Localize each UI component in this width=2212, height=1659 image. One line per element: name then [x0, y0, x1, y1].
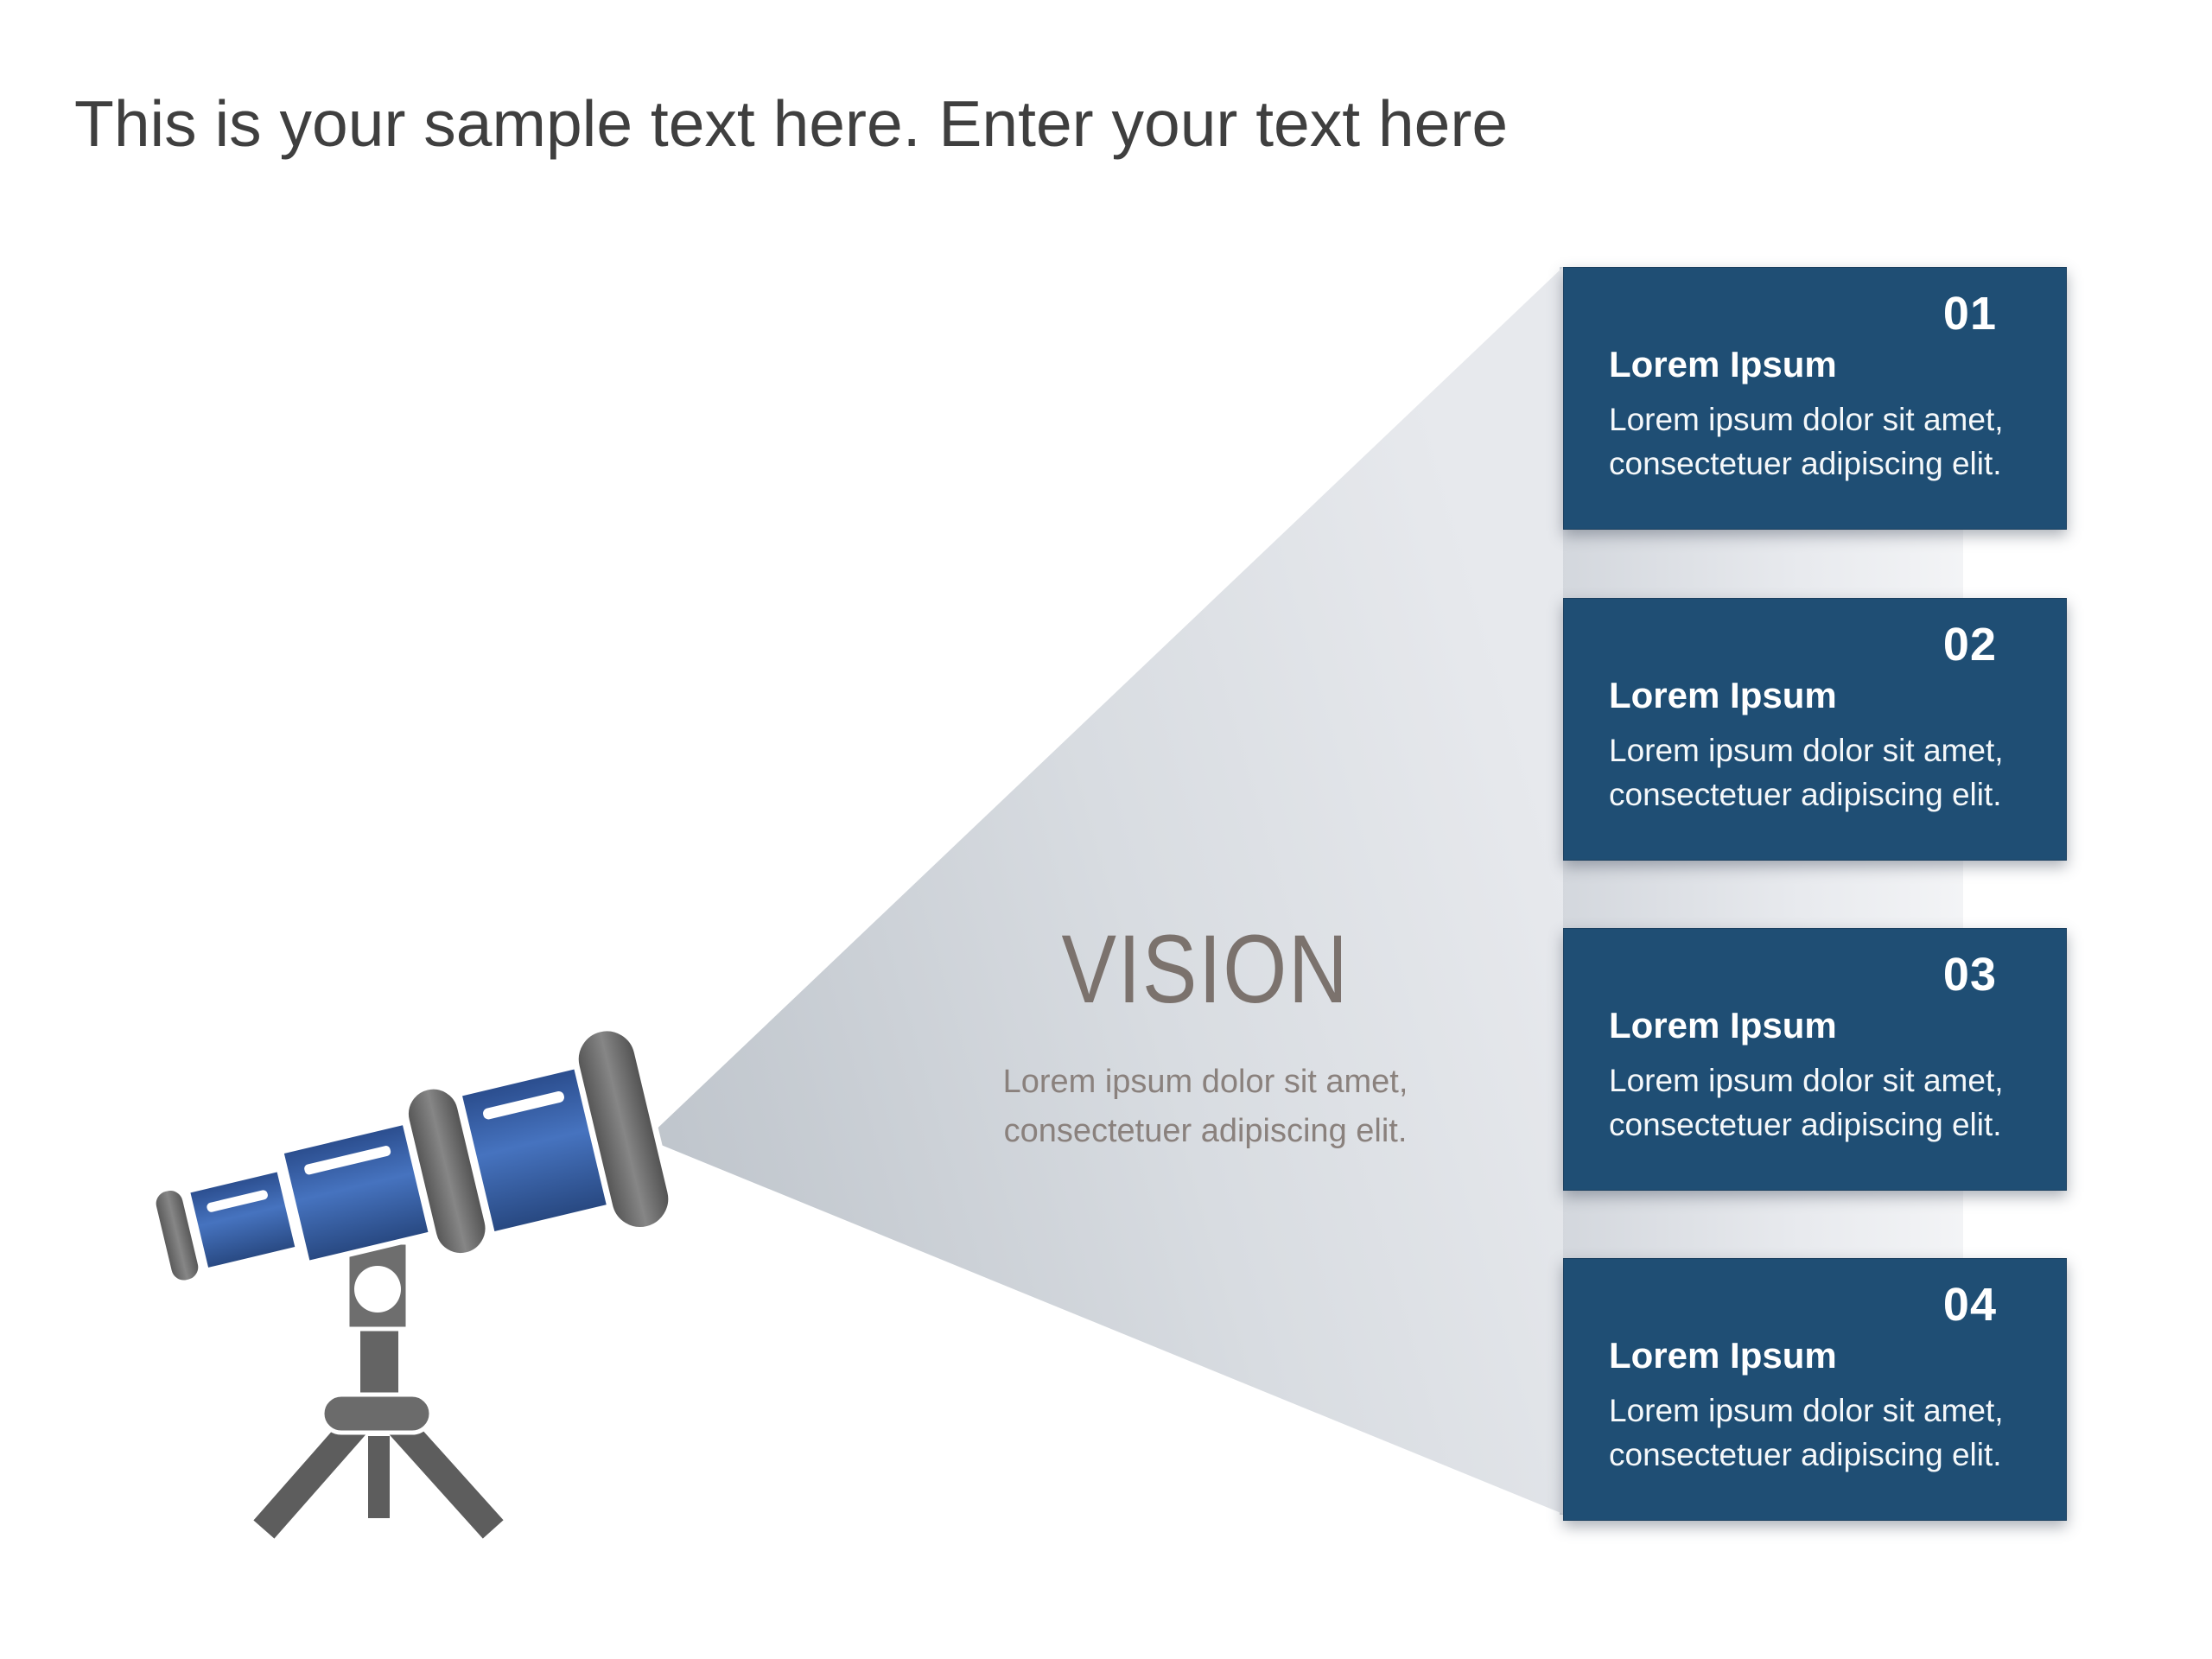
- step-number: 02: [1942, 619, 1997, 671]
- step-body: Lorem ipsum dolor sit amet, consectetuer…: [1609, 728, 2041, 817]
- tripod: [253, 1240, 504, 1539]
- vision-heading: VISION: [1061, 915, 1350, 1023]
- step-number: 04: [1942, 1279, 1997, 1331]
- step-body-line: consectetuer adipiscing elit.: [1609, 1107, 2002, 1142]
- slide-title: This is your sample text here. Enter you…: [74, 87, 1509, 160]
- step-heading: Lorem Ipsum: [1609, 344, 1837, 385]
- step-body-line: Lorem ipsum dolor sit amet,: [1609, 402, 2004, 437]
- light-beam: [646, 267, 1563, 1514]
- step-body: Lorem ipsum dolor sit amet, consectetuer…: [1609, 1058, 2041, 1147]
- telescope-icon: [149, 1025, 675, 1287]
- step-body-line: Lorem ipsum dolor sit amet,: [1609, 1393, 2004, 1428]
- step-number: 01: [1942, 288, 1997, 340]
- step-body-line: Lorem ipsum dolor sit amet,: [1609, 1063, 2004, 1098]
- vision-description-line-1: Lorem ipsum dolor sit amet,: [1002, 1064, 1408, 1100]
- step-body-line: consectetuer adipiscing elit.: [1609, 1437, 2002, 1472]
- step-body-line: Lorem ipsum dolor sit amet,: [1609, 733, 2004, 768]
- step-card-01: 01 Lorem Ipsum Lorem ipsum dolor sit ame…: [1563, 267, 2067, 530]
- vision-description-line-2: consectetuer adipiscing elit.: [1003, 1113, 1408, 1149]
- step-body: Lorem ipsum dolor sit amet, consectetuer…: [1609, 397, 2041, 486]
- step-card-04: 04 Lorem Ipsum Lorem ipsum dolor sit ame…: [1563, 1258, 2067, 1521]
- step-card-02: 02 Lorem Ipsum Lorem ipsum dolor sit ame…: [1563, 598, 2067, 861]
- step-heading: Lorem Ipsum: [1609, 1005, 1837, 1046]
- step-number: 03: [1942, 949, 1997, 1001]
- step-body-line: consectetuer adipiscing elit.: [1609, 777, 2002, 812]
- step-card-03: 03 Lorem Ipsum Lorem ipsum dolor sit ame…: [1563, 928, 2067, 1191]
- vision-block: VISION Lorem ipsum dolor sit amet, conse…: [907, 921, 1503, 1156]
- step-body: Lorem ipsum dolor sit amet, consectetuer…: [1609, 1389, 2041, 1477]
- step-heading: Lorem Ipsum: [1609, 675, 1837, 715]
- step-body-line: consectetuer adipiscing elit.: [1609, 446, 2002, 481]
- step-heading: Lorem Ipsum: [1609, 1335, 1837, 1376]
